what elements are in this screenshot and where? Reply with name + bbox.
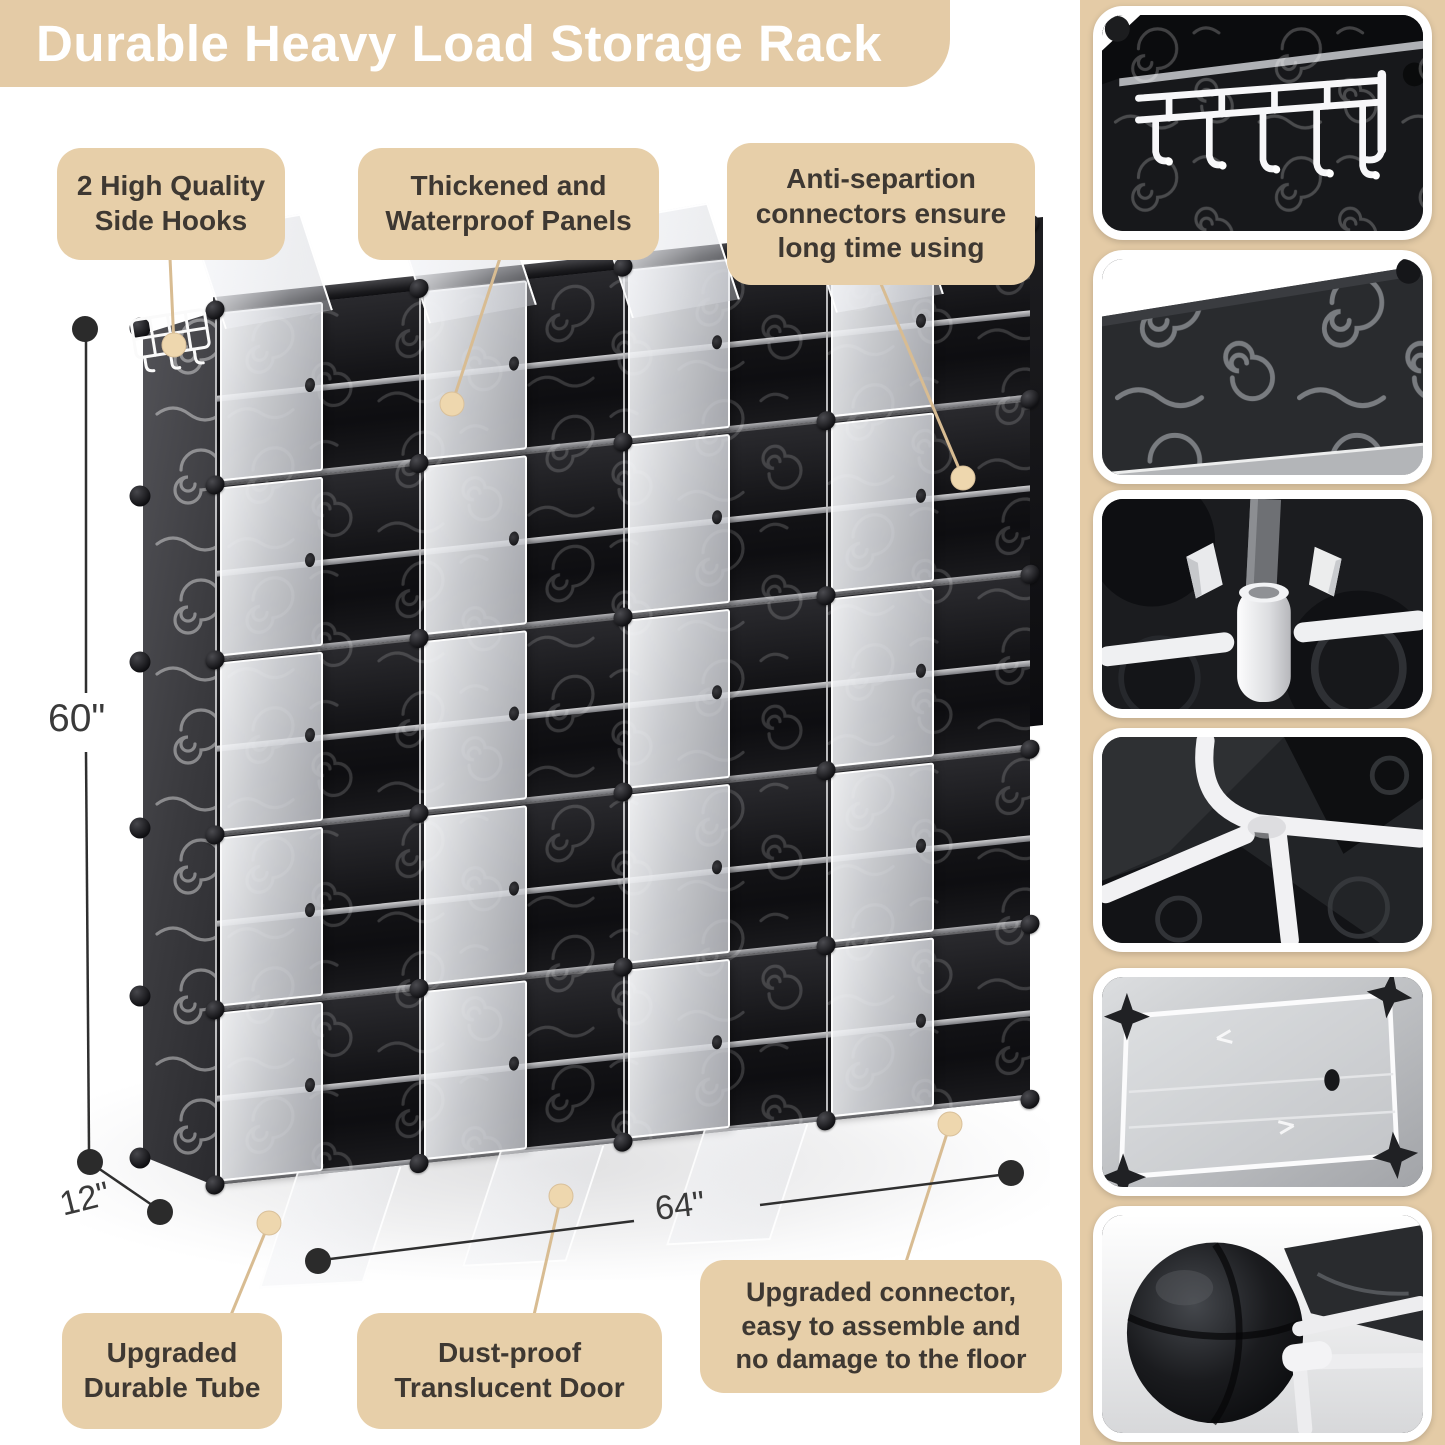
cube-cell bbox=[622, 770, 827, 968]
cube-cell bbox=[622, 595, 827, 793]
cube-cell bbox=[215, 988, 419, 1185]
cube-cell bbox=[622, 945, 827, 1143]
tube-frame-photo bbox=[1093, 728, 1432, 952]
door-panel bbox=[220, 476, 323, 657]
floor-connector-art bbox=[1102, 1215, 1423, 1433]
callout-durable-tube: Upgraded Durable Tube bbox=[62, 1313, 282, 1429]
callout-waterproof-panels: Thickened and Waterproof Panels bbox=[358, 148, 659, 260]
callout-upgraded-connector: Upgraded connector, easy to assemble and… bbox=[700, 1260, 1062, 1393]
cube-cell bbox=[215, 638, 419, 835]
side-hooks-basket bbox=[130, 308, 211, 373]
door-panel bbox=[627, 608, 731, 790]
anti-separation-connector-photo bbox=[1093, 490, 1432, 718]
callout-side-hooks: 2 High Quality Side Hooks bbox=[57, 148, 285, 260]
door-panel bbox=[831, 937, 935, 1118]
cube-cell bbox=[826, 399, 1030, 596]
height-dimension-label: 60" bbox=[48, 697, 106, 740]
door-panel bbox=[627, 433, 731, 615]
door-panel bbox=[831, 587, 935, 768]
cube-cell bbox=[622, 420, 827, 618]
cube-cell bbox=[826, 924, 1030, 1121]
tube-frame-art bbox=[1102, 737, 1423, 943]
door-panel bbox=[220, 301, 323, 482]
cube-cell bbox=[418, 442, 623, 639]
door-panel bbox=[423, 979, 527, 1161]
detail-photo-strip bbox=[1080, 0, 1445, 1445]
callout-anti-separation: Anti-separtion connectors ensure long ti… bbox=[727, 143, 1035, 285]
floor-connector-photo bbox=[1093, 1206, 1432, 1442]
door-panel bbox=[627, 958, 731, 1140]
side-hooks-photo bbox=[1093, 6, 1432, 240]
connector-ball bbox=[129, 985, 151, 1007]
door-panel bbox=[423, 629, 527, 811]
connector-ball bbox=[1020, 563, 1040, 585]
width-dimension-label: 64" bbox=[652, 1184, 707, 1228]
door-panel bbox=[627, 783, 731, 965]
cube-cell bbox=[418, 617, 623, 814]
side-hooks-art bbox=[1102, 15, 1423, 231]
connector-ball bbox=[129, 485, 151, 507]
door-panel bbox=[220, 1001, 323, 1182]
door-art bbox=[1102, 977, 1423, 1187]
door-panel bbox=[831, 762, 935, 943]
connector-ball bbox=[129, 817, 151, 839]
connector-ball bbox=[129, 1147, 151, 1169]
door-panel bbox=[220, 651, 323, 832]
cube-cell bbox=[418, 792, 623, 989]
door-panel bbox=[423, 804, 527, 986]
door-panel bbox=[423, 454, 527, 636]
page-title: Durable Heavy Load Storage Rack bbox=[36, 15, 882, 72]
connector-art bbox=[1102, 499, 1423, 709]
product-scene: 60" 12" 64" 2 High Quality Side Hooks Th… bbox=[0, 0, 1080, 1445]
connector-ball bbox=[129, 651, 151, 673]
door-panel bbox=[831, 412, 935, 593]
cube-cell bbox=[215, 463, 419, 660]
connector-ball bbox=[1020, 913, 1040, 935]
title-banner: Durable Heavy Load Storage Rack bbox=[0, 0, 950, 87]
rack-side-panel bbox=[143, 311, 217, 1187]
cube-cell bbox=[215, 813, 419, 1010]
translucent-door-photo bbox=[1093, 968, 1432, 1196]
connector-ball bbox=[1020, 738, 1040, 760]
connector-ball bbox=[1020, 388, 1040, 410]
swirl-texture bbox=[143, 311, 217, 1187]
rack-front bbox=[192, 197, 1040, 1288]
callout-dustproof-door: Dust-proof Translucent Door bbox=[357, 1313, 662, 1429]
panel-texture-photo bbox=[1093, 250, 1432, 484]
cube-cell bbox=[418, 967, 623, 1164]
cube-cell bbox=[826, 574, 1030, 771]
door-panel bbox=[220, 826, 323, 1007]
cube-cell bbox=[826, 749, 1030, 946]
panel-texture-art bbox=[1102, 259, 1423, 475]
